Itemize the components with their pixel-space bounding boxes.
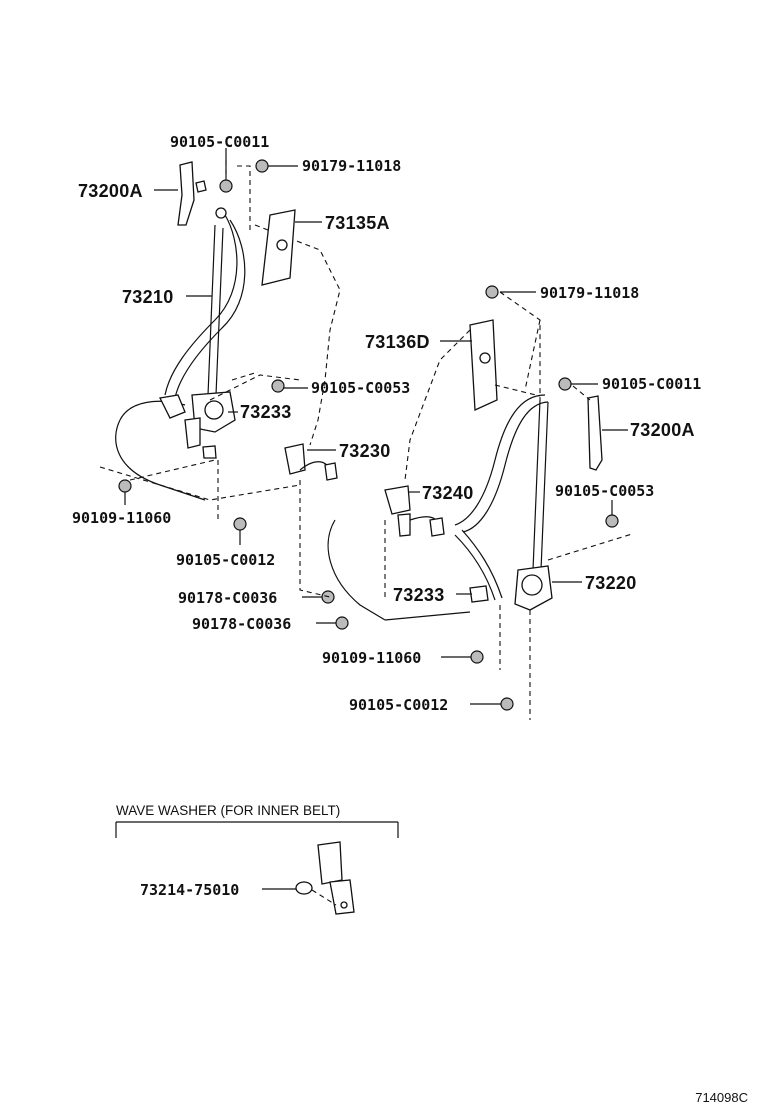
label-90105-C0011-right: 90105-C0011 — [602, 375, 701, 393]
leader-lines — [124, 148, 628, 890]
label-73200A-left: 73200A — [78, 181, 143, 201]
label-90105-C0053-right: 90105-C0053 — [555, 482, 654, 500]
right-seat-assembly — [327, 285, 633, 720]
label-90178-C0036-a: 90178-C0036 — [178, 589, 277, 607]
label-73200A-right: 73200A — [630, 420, 695, 440]
label-90179-11018-right: 90179-11018 — [540, 284, 639, 302]
label-90179-11018-left: 90179-11018 — [302, 157, 401, 175]
label-73220: 73220 — [585, 573, 637, 593]
part-labels: 90105-C0011 90179-11018 73200A 73135A 73… — [72, 133, 748, 1105]
label-73210: 73210 — [122, 287, 174, 307]
diagram-code: 714098C — [695, 1090, 748, 1105]
left-seat-assembly — [99, 159, 349, 630]
label-73240: 73240 — [422, 483, 474, 503]
label-90178-C0036-b: 90178-C0036 — [192, 615, 291, 633]
label-73135A: 73135A — [325, 213, 390, 233]
label-73233-left: 73233 — [240, 402, 292, 422]
label-90105-C0012-right: 90105-C0012 — [349, 696, 448, 714]
label-90105-C0053-left: 90105-C0053 — [311, 379, 410, 397]
label-90109-11060-right: 90109-11060 — [322, 649, 421, 667]
label-90109-11060-left: 90109-11060 — [72, 509, 171, 527]
label-73214-75010: 73214-75010 — [140, 881, 239, 899]
label-73136D: 73136D — [365, 332, 430, 352]
label-90105-C0012-left: 90105-C0012 — [176, 551, 275, 569]
label-73233-right: 73233 — [393, 585, 445, 605]
label-90105-C0011-left: 90105-C0011 — [170, 133, 269, 151]
wave-washer-inset: WAVE WASHER (FOR INNER BELT) — [115, 803, 399, 915]
inset-title: WAVE WASHER (FOR INNER BELT) — [116, 803, 340, 818]
label-73230: 73230 — [339, 441, 391, 461]
